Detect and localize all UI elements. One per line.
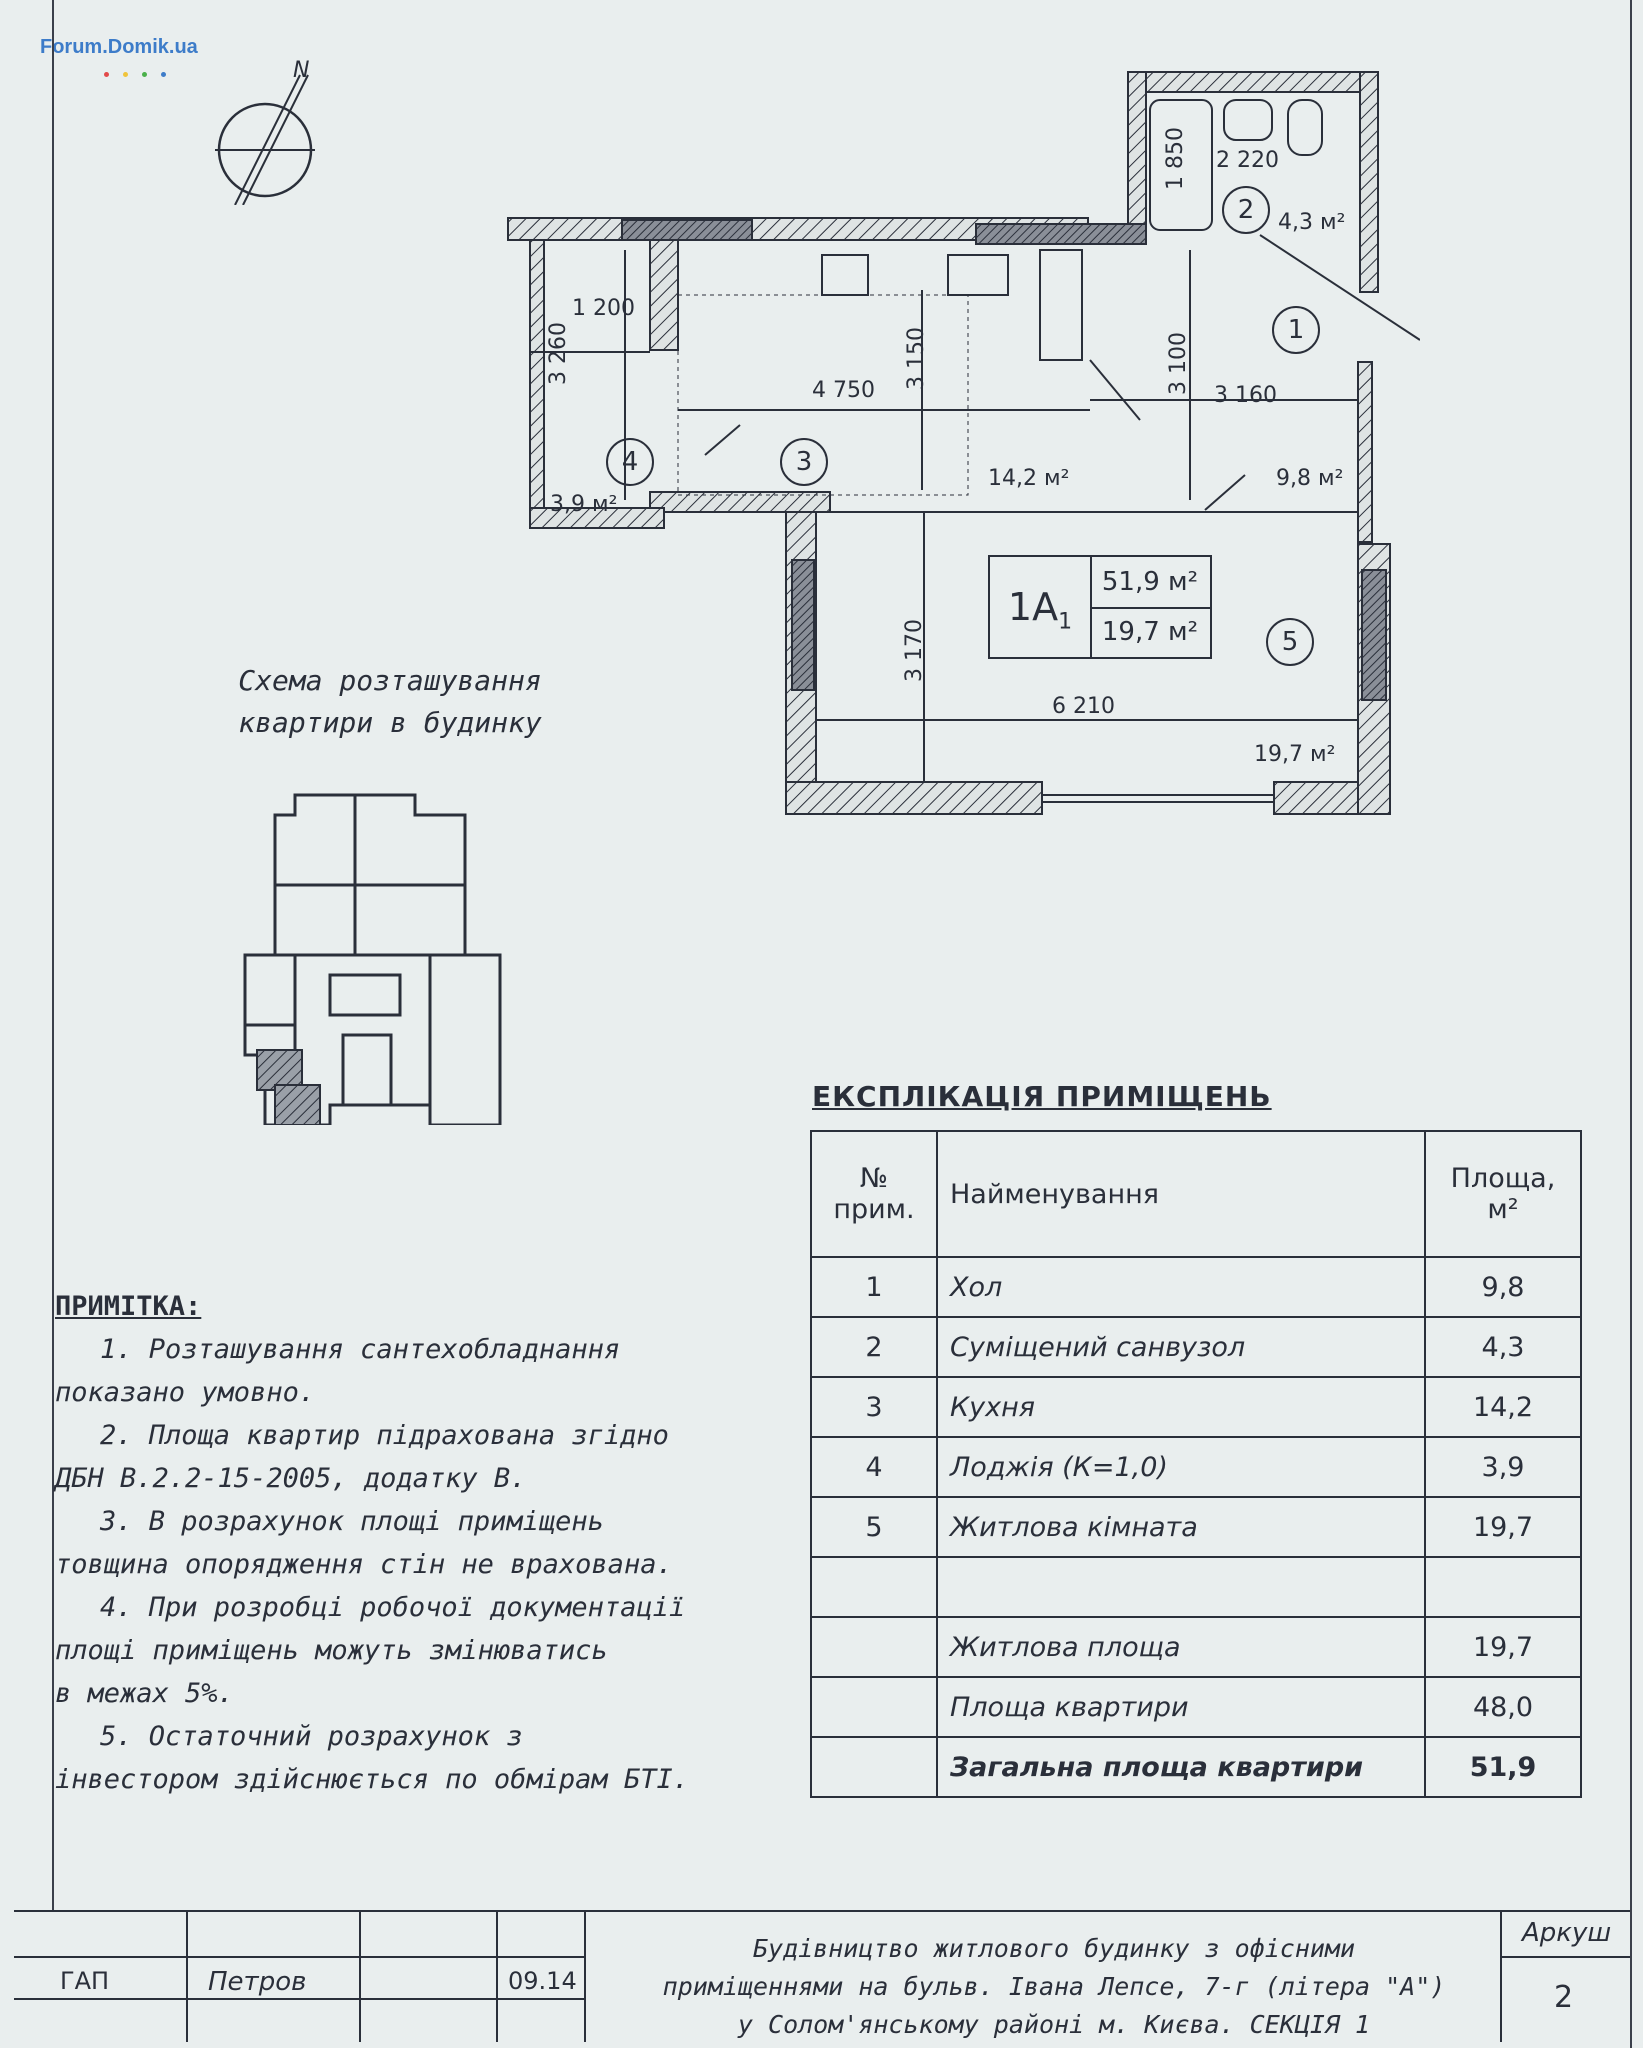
washbasin [1223,99,1273,141]
north-compass-icon: N [215,58,315,205]
wall-mid [649,491,831,513]
room-number-3: 3 [780,438,828,486]
scheme-title: Схема розташування квартири в будинку [238,664,542,739]
notes-block: ПРИМІТКА: 1. Розташування сантехобладнан… [55,1285,795,1801]
bathtub [1149,99,1213,231]
note-line: площі приміщень можуть змінюватись [55,1635,608,1666]
area-living-room: 19,7 м² [1254,742,1336,767]
note-line: 3. В розрахунок площі приміщень [100,1506,604,1537]
toilet [1287,99,1323,156]
dim-hall-width: 3 100 [1166,332,1191,395]
fridge [1039,249,1083,361]
note-line: 5. Остаточний розрахунок з [100,1721,523,1752]
note-line: товщина опорядження стін не врахована. [55,1549,673,1580]
note-line: 2. Площа квартир підрахована згідно [100,1420,669,1451]
area-hall: 9,8 м² [1276,466,1344,491]
titleblock-sheet-number: 2 [1554,1980,1574,2015]
note-line: 1. Розташування сантехобладнання [100,1334,621,1365]
titleblock-sheet-label: Аркуш [1522,1918,1612,1948]
apartment-summary-box: 1А1 51,9 м² 19,7 м² [988,555,1212,659]
apartment-living-area: 19,7 м² [1101,617,1199,647]
note-line: показано умовно. [55,1377,316,1408]
titleblock-role: ГАП [60,1967,110,1995]
wall-bath-outer [1127,71,1379,93]
watermark-dots [104,62,180,81]
room-number-5: 5 [1266,618,1314,666]
room-number-2: 2 [1222,186,1270,234]
wall-left [529,239,545,529]
titleblock-description: Будівництво житлового будинку з офісними… [662,1934,1446,2039]
compass-label: N [293,58,309,83]
apartment-total-area: 51,9 м² [1090,557,1210,609]
title-block: ГАП Петров 09.14 Будівництво житлового б… [14,1910,1630,2042]
room-number-1: 1 [1272,306,1320,354]
note-line: інвестором здійснюється по обмірам БТІ. [55,1764,689,1795]
wall-bath-left [1127,71,1147,241]
sheet-border-right [1630,0,1632,2048]
note-line: 4. При розробці робочої документації [100,1592,686,1623]
titleblock-name: Петров [208,1967,307,1997]
wall-kitchen-left [649,239,679,351]
note-line: в межах 5%. [55,1678,234,1709]
header-name: Найменування [936,1130,1426,1258]
area-bathroom: 4,3 м² [1278,210,1346,235]
apartment-code: 1А1 [990,557,1092,657]
interior-lines [530,99,1420,803]
floor-plan [507,71,1420,815]
area-loggia: 3,9 м² [550,492,618,517]
dim-bath-length: 1 850 [1163,127,1188,190]
notes-heading: ПРИМІТКА: [55,1291,202,1322]
wall-room-bottom [785,781,1043,815]
note-line: ДБН В.2.2-15-2005, додатку В. [55,1463,527,1494]
table-row [810,1556,1582,1618]
titleblock-date: 09.14 [508,1967,577,1995]
watermark-logo: Forum.Domik.ua [40,36,198,58]
wall-left-bottom [529,507,665,529]
sink [947,254,1009,296]
wall-hall-right [1357,361,1373,543]
dim-loggia-width: 1 200 [572,296,635,321]
dim-room-width: 3 170 [902,619,927,682]
dark-wall-blocks [621,219,1387,701]
dim-loggia-length: 3 260 [546,322,571,385]
wall-bath-right [1359,71,1379,293]
dim-room-length: 6 210 [1052,694,1115,719]
dim-kitchen-width: 3 150 [904,327,929,390]
stove [821,254,869,296]
dim-kitchen-length: 4 750 [812,378,875,403]
header-area: Площа,м² [1424,1130,1582,1258]
sheet-border-left [52,0,54,1912]
dim-hall-length: 3 160 [1214,383,1277,408]
dim-bath-width: 2 220 [1216,148,1279,173]
room-number-4: 4 [606,438,654,486]
explication-title: ЕКСПЛІКАЦІЯ ПРИМІЩЕНЬ [812,1080,1272,1113]
building-scheme [243,793,502,1125]
area-kitchen: 14,2 м² [988,466,1070,491]
